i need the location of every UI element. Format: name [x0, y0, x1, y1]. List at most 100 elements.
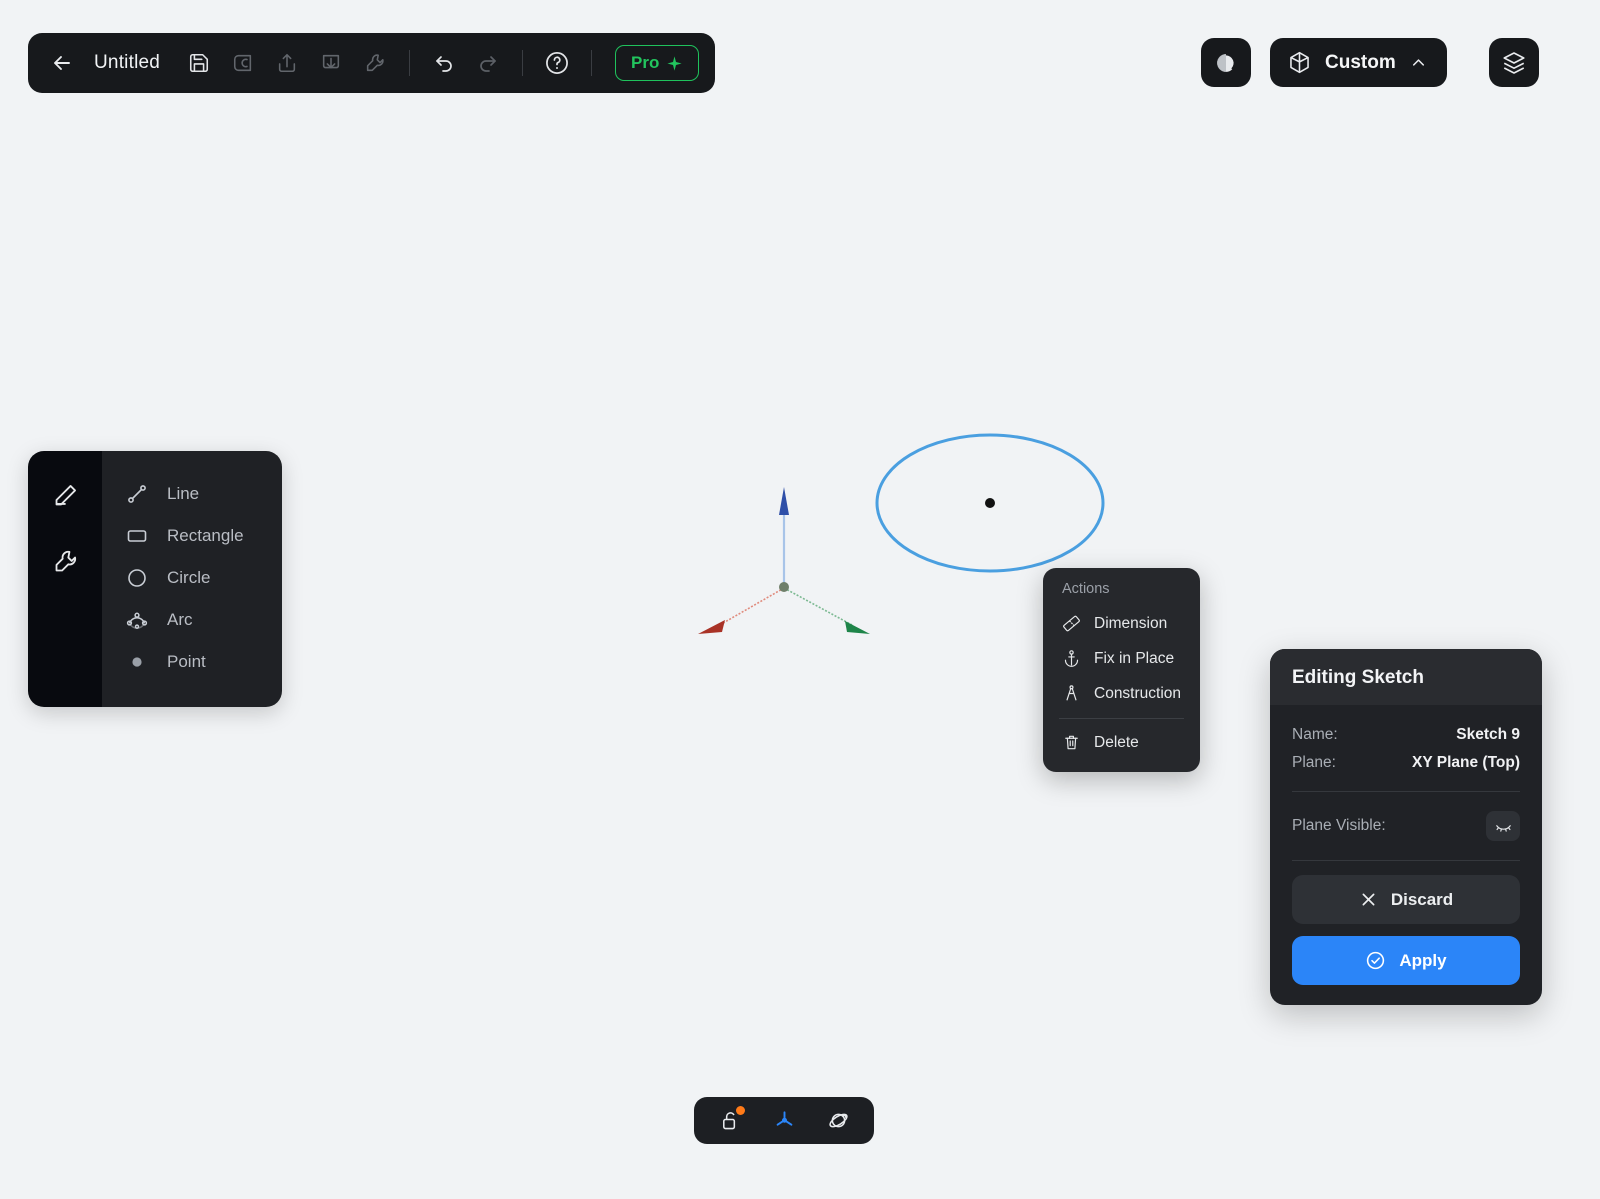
- share-button[interactable]: [266, 42, 308, 84]
- sketch-tool-circle-label: Circle: [167, 568, 211, 587]
- arc-icon: [124, 608, 150, 632]
- anchor-icon: [1064, 650, 1079, 667]
- sketch-tool-rail: [28, 451, 102, 707]
- axis-icon: [776, 1111, 792, 1126]
- tools-button[interactable]: [354, 42, 396, 84]
- pencil-tool-button[interactable]: [43, 473, 87, 517]
- pro-label: Pro: [631, 53, 660, 72]
- circle-icon: [124, 566, 150, 590]
- undo-icon: [436, 56, 452, 72]
- action-delete[interactable]: Delete: [1043, 725, 1200, 760]
- sketch-name-label: Name:: [1292, 726, 1338, 743]
- plane-visible-label: Plane Visible:: [1292, 817, 1386, 834]
- wrench-tool-button[interactable]: [43, 539, 87, 583]
- help-circle-icon: [546, 52, 568, 74]
- editing-sketch-panel: Editing Sketch Name: Sketch 9 Plane: XY …: [1270, 649, 1542, 1005]
- origin-point: [779, 582, 789, 592]
- layers-button[interactable]: [1489, 38, 1539, 87]
- sketch-circle: [875, 433, 1105, 573]
- view-preset-label: Custom: [1325, 51, 1396, 73]
- editing-panel-divider-2: [1292, 860, 1520, 861]
- sketch-tool-line[interactable]: Line: [102, 473, 282, 515]
- action-dimension[interactable]: Dimension: [1043, 606, 1200, 641]
- import-button[interactable]: [310, 42, 352, 84]
- unlock-icon: [722, 1112, 735, 1130]
- y-axis-arrow: [845, 621, 870, 634]
- cube-icon: [1290, 51, 1309, 74]
- discard-button[interactable]: Discard: [1292, 875, 1520, 924]
- sketch-tool-rectangle[interactable]: Rectangle: [102, 515, 282, 557]
- plane-visible-row: Plane Visible:: [1292, 806, 1520, 846]
- close-icon: [1362, 893, 1375, 906]
- rectangle-icon: [124, 524, 150, 548]
- x-axis-arrow: [698, 620, 725, 634]
- layers-icon: [1503, 51, 1525, 74]
- sketch-name-row: Name: Sketch 9: [1292, 721, 1520, 749]
- onshape-logo-icon: [234, 54, 252, 72]
- sketch-tool-panel: Line Rectangle Circle: [28, 451, 282, 707]
- orbit-icon: [828, 1113, 848, 1128]
- action-fix-in-place-label: Fix in Place: [1094, 649, 1175, 667]
- arrow-left-icon: [54, 56, 70, 70]
- sketch-plane-row: Plane: XY Plane (Top): [1292, 749, 1520, 777]
- pro-badge-button[interactable]: Pro: [615, 45, 700, 81]
- help-button[interactable]: [536, 42, 578, 84]
- wrench-icon: [366, 54, 384, 72]
- contrast-circle-icon: [1217, 52, 1237, 72]
- actions-menu-title: Actions: [1062, 581, 1110, 597]
- eye-off-icon: [1495, 824, 1511, 832]
- sketch-tool-circle[interactable]: Circle: [102, 557, 282, 599]
- apply-label: Apply: [1399, 950, 1447, 970]
- view-preset-dropdown[interactable]: Custom: [1270, 38, 1447, 87]
- toolbar-divider-3: [591, 50, 593, 76]
- plane-visible-toggle[interactable]: [1486, 811, 1520, 841]
- editing-sketch-title: Editing Sketch: [1292, 667, 1424, 688]
- sketch-plane-value: XY Plane (Top): [1412, 754, 1520, 771]
- action-construction[interactable]: Construction: [1043, 676, 1200, 711]
- action-construction-label: Construction: [1094, 684, 1182, 702]
- appearance-toggle-button[interactable]: [1201, 38, 1251, 87]
- brand-logo-button[interactable]: [222, 42, 264, 84]
- redo-button[interactable]: [467, 42, 509, 84]
- sketch-tool-list: Line Rectangle Circle: [102, 451, 282, 707]
- lock-toggle-button[interactable]: [712, 1103, 748, 1139]
- discard-label: Discard: [1390, 889, 1454, 909]
- editing-sketch-body: Name: Sketch 9 Plane: XY Plane (Top) Pla…: [1270, 705, 1542, 1005]
- action-delete-label: Delete: [1094, 733, 1139, 751]
- axis-gizmo-button[interactable]: [766, 1103, 802, 1139]
- apply-button[interactable]: Apply: [1292, 936, 1520, 985]
- sketch-tool-line-label: Line: [167, 484, 200, 503]
- top-toolbar: Untitled: [28, 33, 716, 93]
- back-button[interactable]: [42, 43, 82, 83]
- redo-icon: [480, 56, 496, 72]
- bottom-toolbar: [694, 1097, 874, 1144]
- action-fix-in-place[interactable]: Fix in Place: [1043, 641, 1200, 676]
- editing-sketch-header: Editing Sketch: [1270, 649, 1542, 705]
- z-axis-arrow: [779, 487, 789, 515]
- undo-button[interactable]: [423, 42, 465, 84]
- wrench-icon: [55, 550, 76, 571]
- sketch-tool-point[interactable]: Point: [102, 641, 282, 683]
- compass-icon: [1066, 685, 1077, 701]
- sketch-circle-center: [985, 498, 995, 508]
- save-button[interactable]: [178, 42, 220, 84]
- line-icon: [124, 482, 150, 506]
- toolbar-divider-1: [409, 50, 411, 76]
- actions-menu-divider: [1059, 718, 1184, 719]
- orbit-button[interactable]: [820, 1103, 856, 1139]
- document-title[interactable]: Untitled: [94, 52, 161, 73]
- actions-context-menu: Actions Dimension Fix in Place: [1043, 568, 1200, 772]
- sketch-tool-arc-label: Arc: [167, 610, 193, 629]
- ruler-icon: [1063, 615, 1080, 632]
- pencil-icon: [55, 484, 76, 505]
- action-dimension-label: Dimension: [1094, 614, 1168, 632]
- sketch-name-value: Sketch 9: [1456, 726, 1520, 743]
- sparkle-icon: [667, 55, 682, 71]
- lock-badge-dot: [736, 1105, 745, 1115]
- sketch-tool-arc[interactable]: Arc: [102, 599, 282, 641]
- save-icon: [190, 53, 209, 73]
- sketch-tool-point-label: Point: [167, 652, 206, 671]
- trash-icon: [1065, 735, 1078, 750]
- share-icon: [278, 53, 296, 73]
